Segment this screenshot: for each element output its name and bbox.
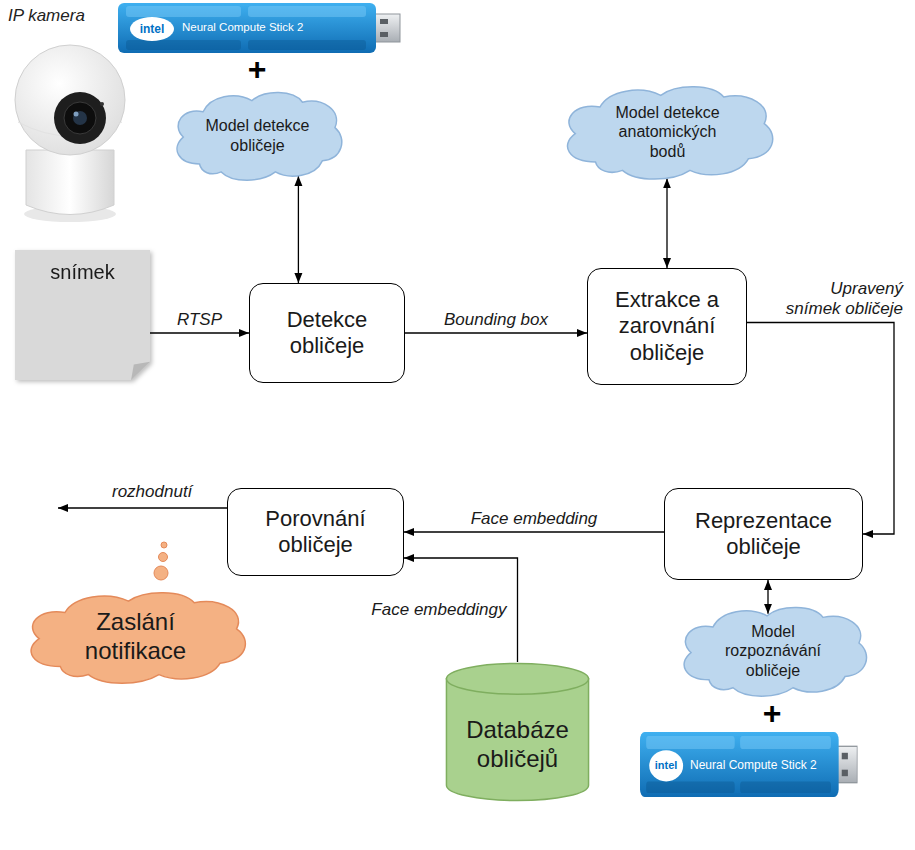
document-fold (131, 362, 150, 380)
text-wrap: Zaslání notifikace (66, 608, 206, 666)
edge-label: Bounding box (441, 310, 551, 330)
process-box: Reprezentace obličeje (664, 488, 863, 580)
connector-layer (150, 176, 894, 662)
compute-stick (118, 3, 400, 53)
text-wrap: Model detekce obličeje (201, 116, 313, 154)
brand-logo: intel (655, 759, 678, 772)
device-name: Neural Compute Stick 2 (690, 758, 817, 772)
node-text: Databáze obličejů (458, 716, 578, 774)
output-label: rozhodnutí (112, 482, 192, 502)
cloud-outline (167, 88, 348, 183)
connector-arrow (405, 332, 587, 333)
node-text: Reprezentace obličeje (675, 508, 852, 561)
camera-caption: IP kamera (8, 6, 85, 26)
database-cylinder: Databáze obličejů (445, 662, 590, 802)
text-wrap: Porovnání obličeje (238, 506, 393, 559)
cloud-shape (31, 593, 245, 683)
model-cloud: Model detekce anatomických bodů (555, 82, 780, 182)
node-text: snímek (50, 260, 114, 284)
node-text: Model detekce anatomických bodů (612, 103, 724, 161)
edge-label: RTSP (174, 310, 225, 330)
text-wrap: Extrakce a zarovnání obličeje (598, 287, 736, 366)
notification-cloud: Zaslání notifikace (18, 588, 253, 686)
text-wrap: Model detekce anatomických bodů (612, 103, 724, 161)
text-wrap: Model rozpoznávání obličeje (723, 622, 823, 680)
edge-label: Upravený snímek obličeje (768, 279, 906, 320)
model-cloud: Model rozpoznávání obličeje (673, 603, 873, 699)
cloud-shape (177, 93, 342, 181)
plus-sign: + (248, 50, 267, 88)
text-wrap: Databáze obličejů (458, 716, 578, 774)
text-wrap: snímek (50, 260, 114, 284)
device-name: Neural Compute Stick 2 (182, 21, 303, 35)
thought-bubbles (154, 542, 168, 580)
cylinder-body (446, 679, 588, 801)
node-text: Extrakce a zarovnání obličeje (598, 287, 736, 366)
text-wrap: Reprezentace obličeje (675, 508, 852, 561)
connector-arrow (404, 531, 664, 532)
cylinder-top (446, 663, 588, 694)
connector-arrow (298, 176, 299, 283)
cloud-shape (568, 87, 773, 179)
plus-sign: + (763, 694, 782, 732)
brand-logo: intel (140, 22, 165, 36)
node-text: Detekce obličeje (260, 307, 394, 360)
cloud-shape (684, 608, 866, 697)
process-box: Detekce obličeje (249, 283, 405, 383)
text-wrap: Detekce obličeje (260, 307, 394, 360)
process-box: Extrakce a zarovnání obličeje (587, 268, 747, 385)
edge-label: Face embeddingy (368, 600, 509, 620)
connector-arrow (150, 332, 249, 333)
model-cloud: Model detekce obličeje (167, 88, 348, 183)
process-box: Porovnání obličeje (227, 488, 404, 576)
node-text: Porovnání obličeje (238, 506, 393, 559)
compute-stick (640, 732, 857, 797)
connector-arrow (666, 178, 667, 268)
output-arrow (58, 507, 227, 508)
edge-label: Face embedding (468, 509, 601, 529)
document-sheet (15, 250, 150, 380)
connector-arrow (767, 580, 768, 614)
node-text: Zaslání notifikace (66, 608, 206, 666)
ip-camera (15, 45, 125, 222)
node-text: Model rozpoznávání obličeje (723, 622, 823, 680)
node-text: Model detekce obličeje (201, 116, 313, 154)
frame-document: snímek (15, 250, 150, 380)
